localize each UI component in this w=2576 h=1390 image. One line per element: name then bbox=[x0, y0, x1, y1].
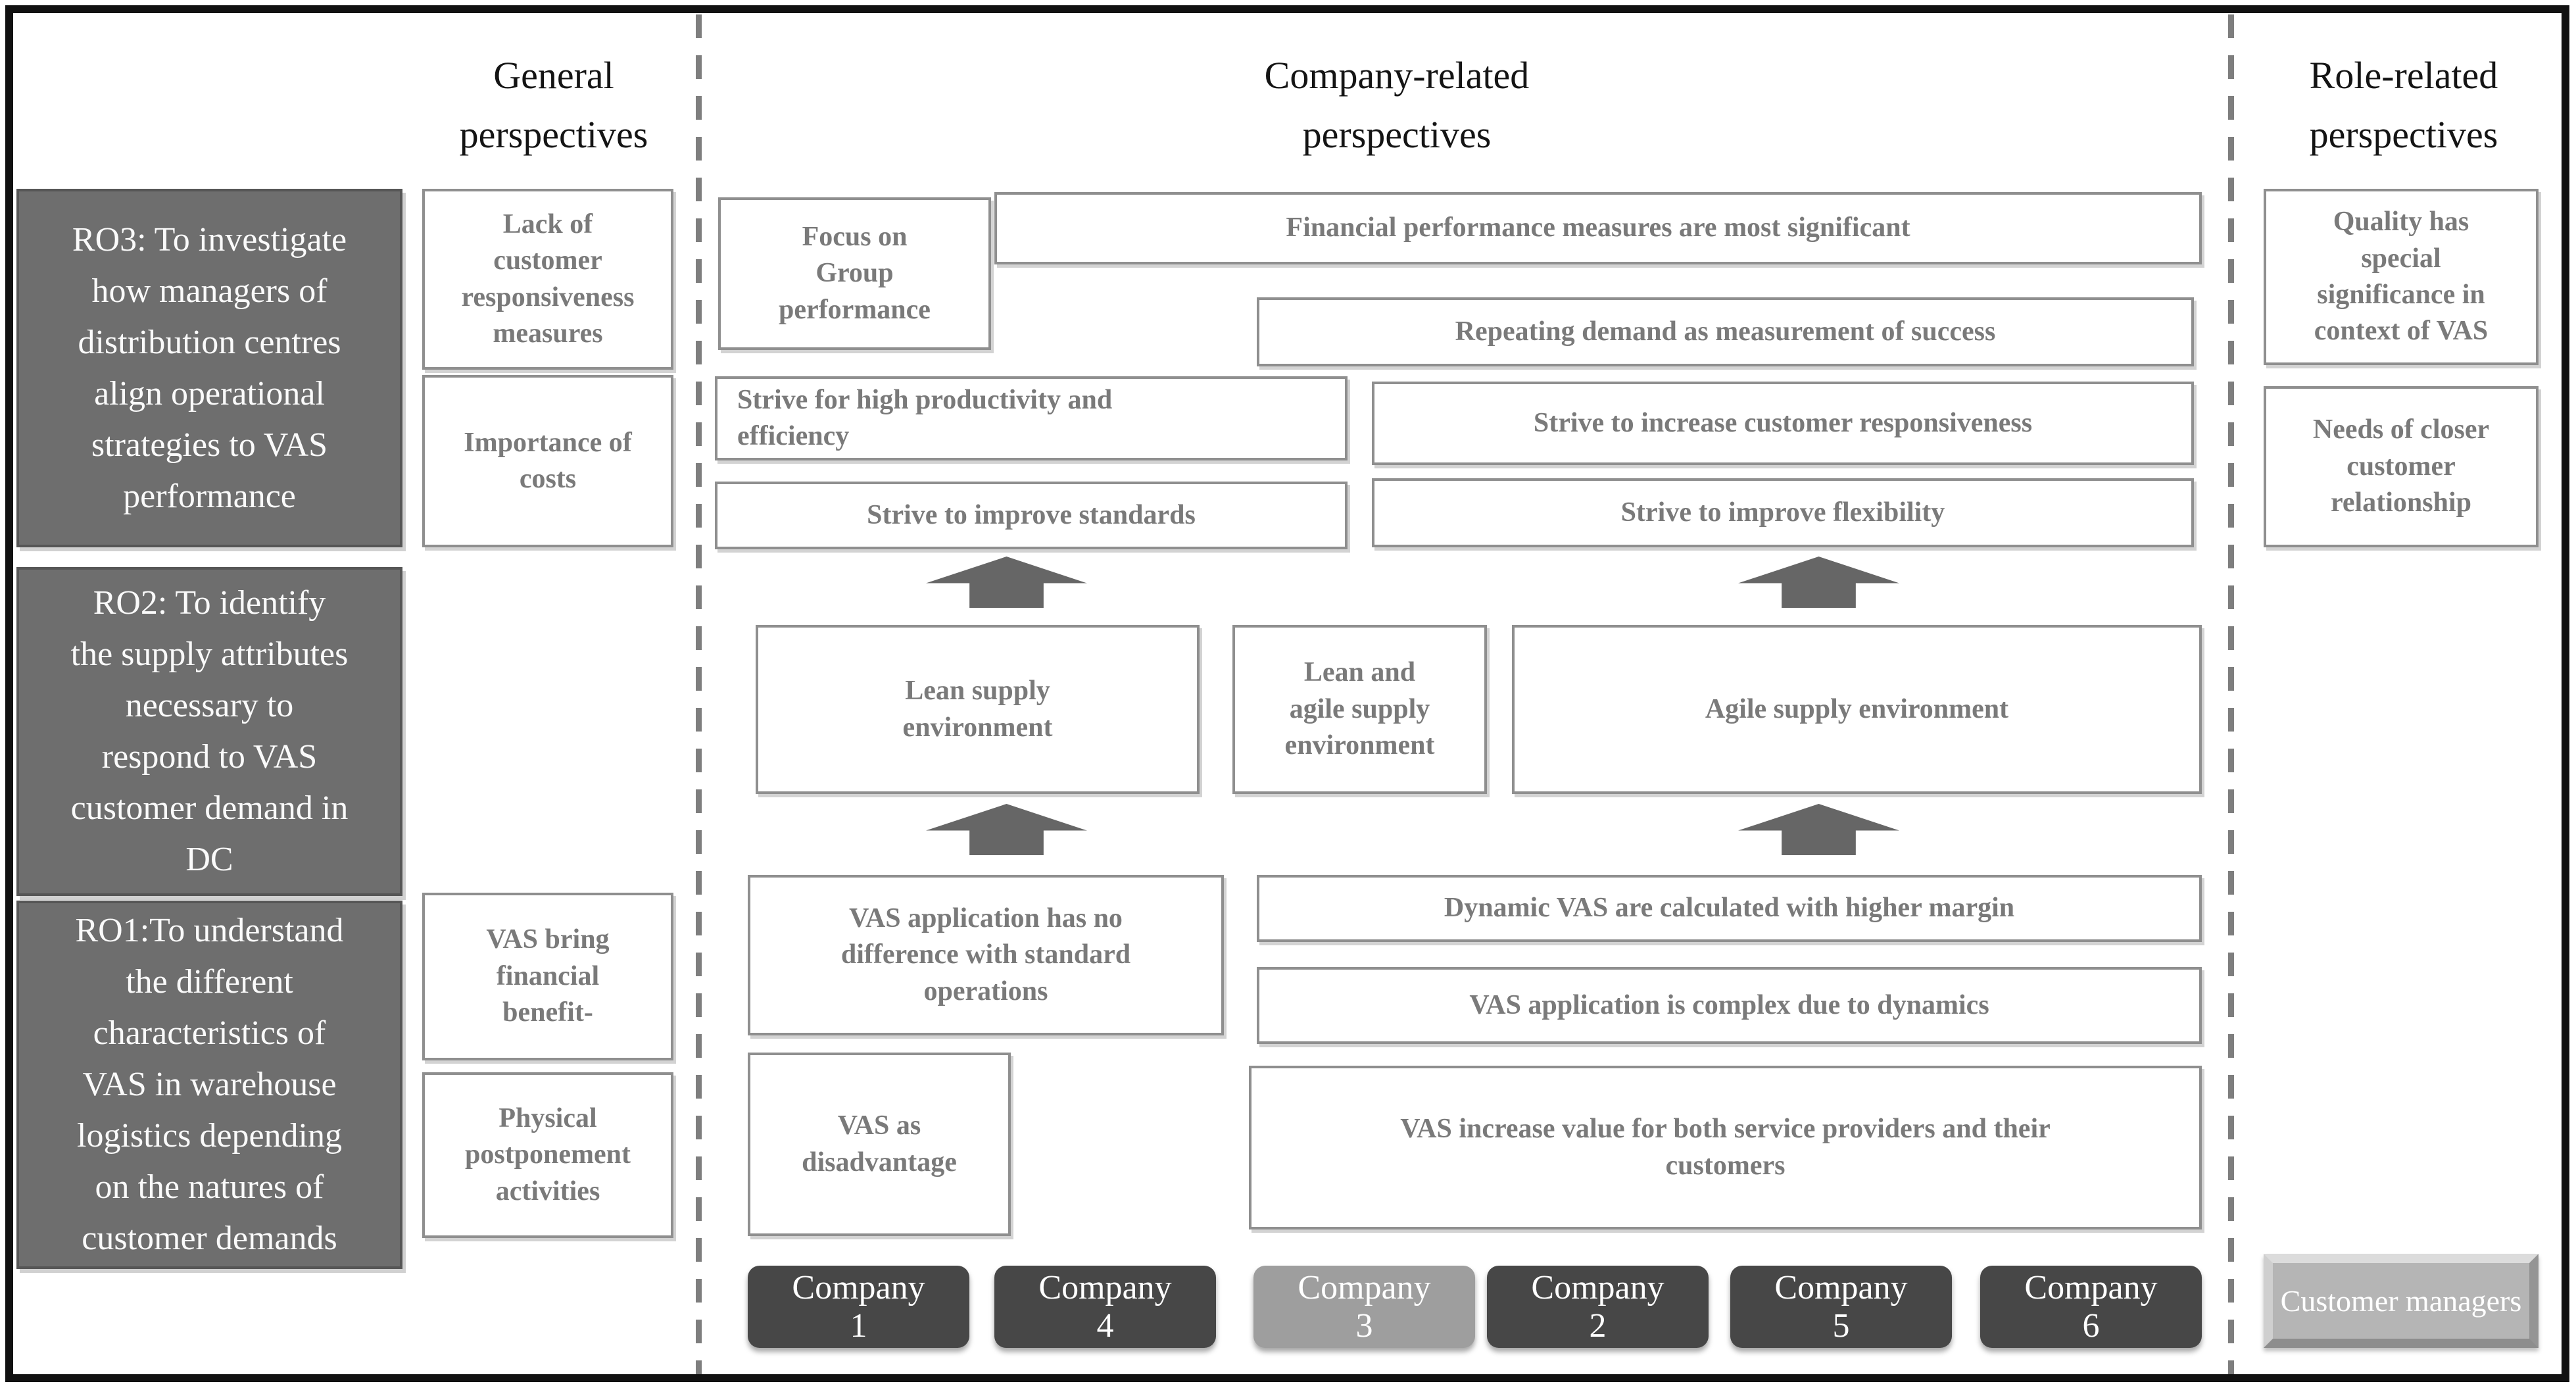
company-number: 4 bbox=[1096, 1306, 1114, 1345]
company-name: Company bbox=[2024, 1268, 2158, 1306]
company-number: 3 bbox=[1355, 1306, 1373, 1345]
company-name: Company bbox=[792, 1268, 925, 1306]
finding-dynamic-vas-margin: Dynamic VAS are calculated with higher m… bbox=[1257, 875, 2202, 942]
finding-closer-relationship: Needs of closer customer relationship bbox=[2264, 386, 2539, 547]
finding-repeating-demand: Repeating demand as measurement of succe… bbox=[1257, 297, 2194, 366]
finding-physical-postponement: Physical postponement activities bbox=[422, 1072, 673, 1238]
objective-box-ro1: RO1:To understand the different characte… bbox=[16, 901, 402, 1269]
finding-lean-supply: Lean supply environment bbox=[756, 625, 1200, 794]
company-name: Company bbox=[1298, 1268, 1431, 1306]
objective-box-ro2: RO2: To identify the supply attributes n… bbox=[16, 567, 402, 896]
company-number: 1 bbox=[850, 1306, 867, 1345]
column-divider-right bbox=[2228, 14, 2234, 1374]
objective-box-ro3: RO3: To investigate how managers of dist… bbox=[16, 189, 402, 547]
company-number: 5 bbox=[1832, 1306, 1850, 1345]
header-general-perspectives: General perspectives bbox=[459, 54, 648, 156]
company-number: 6 bbox=[2082, 1306, 2100, 1345]
header-role-perspectives: Role-related perspectives bbox=[2309, 54, 2498, 156]
finding-financial-measures: Financial performance measures are most … bbox=[994, 192, 2202, 264]
up-arrow-icon bbox=[926, 557, 1087, 608]
finding-lean-agile-supply: Lean and agile supply environment bbox=[1232, 625, 1487, 794]
company-chip-5: Company 5 bbox=[1730, 1266, 1952, 1348]
column-divider-left bbox=[696, 14, 702, 1374]
finding-focus-group-performance: Focus on Group performance bbox=[718, 197, 991, 350]
company-name: Company bbox=[1774, 1268, 1908, 1306]
finding-lack-responsiveness: Lack of customer responsiveness measures bbox=[422, 189, 673, 370]
up-arrow-icon bbox=[926, 804, 1087, 855]
finding-customer-responsiveness: Strive to increase customer responsivene… bbox=[1372, 382, 2194, 465]
finding-agile-supply: Agile supply environment bbox=[1512, 625, 2202, 794]
finding-vas-financial-benefit: VAS bring financial benefit- bbox=[422, 893, 673, 1060]
header-company-perspectives: Company-related perspectives bbox=[1264, 54, 1530, 156]
company-chip-4: Company 4 bbox=[994, 1266, 1216, 1348]
company-chip-1: Company 1 bbox=[748, 1266, 969, 1348]
up-arrow-icon bbox=[1738, 804, 1899, 855]
customer-managers-box: Customer managers bbox=[2264, 1254, 2539, 1348]
finding-quality-significance: Quality has special significance in cont… bbox=[2264, 189, 2539, 365]
company-name: Company bbox=[1038, 1268, 1172, 1306]
up-arrow-icon bbox=[1738, 557, 1899, 608]
company-chip-6: Company 6 bbox=[1980, 1266, 2202, 1348]
finding-importance-of-costs: Importance of costs bbox=[422, 375, 673, 547]
company-chip-2: Company 2 bbox=[1487, 1266, 1709, 1348]
finding-vas-disadvantage: VAS as disadvantage bbox=[748, 1053, 1011, 1236]
finding-improve-standards: Strive to improve standards bbox=[715, 482, 1348, 549]
finding-vas-no-difference: VAS application has no difference with s… bbox=[748, 875, 1224, 1035]
finding-productivity-efficiency: Strive for high productivity and efficie… bbox=[715, 376, 1348, 460]
finding-vas-complex: VAS application is complex due to dynami… bbox=[1257, 967, 2202, 1044]
company-number: 2 bbox=[1589, 1306, 1607, 1345]
finding-vas-increase-value: VAS increase value for both service prov… bbox=[1249, 1066, 2202, 1229]
finding-improve-flexibility: Strive to improve flexibility bbox=[1372, 478, 2194, 547]
company-chip-3: Company 3 bbox=[1253, 1266, 1475, 1348]
company-name: Company bbox=[1531, 1268, 1665, 1306]
